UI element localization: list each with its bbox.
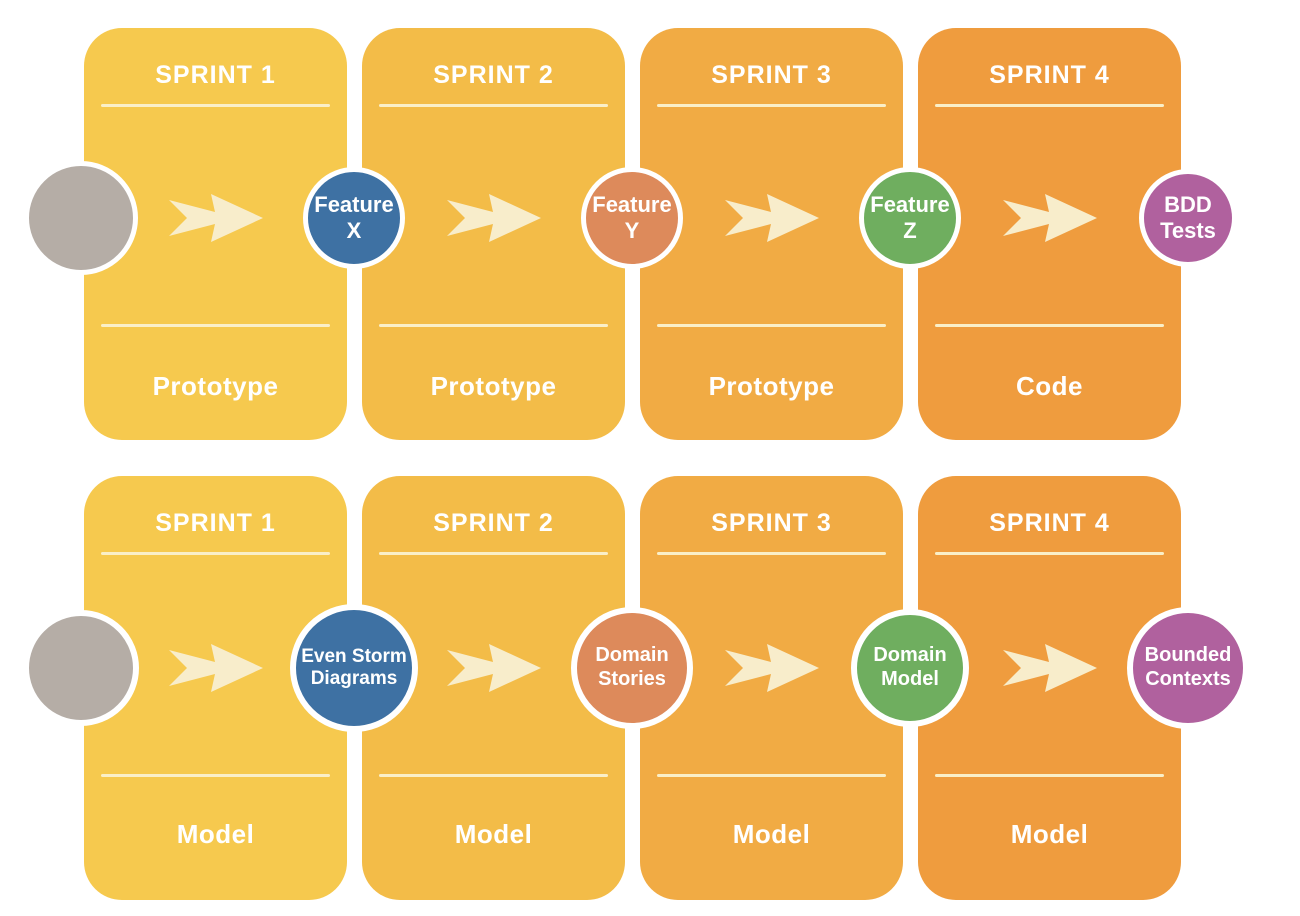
node-label-line1: Bounded (1144, 644, 1232, 667)
header-divider (379, 104, 608, 107)
node-label-line2: Tests (1160, 218, 1216, 243)
node-label-line2: X (346, 218, 362, 243)
node-label-line2: Y (624, 218, 640, 243)
card-footer-label: Model (454, 819, 533, 849)
header-divider (379, 552, 608, 555)
arrow-shape (447, 644, 541, 692)
arrow-right-icon (1003, 194, 1097, 242)
domain-stories-node: Domain Stories (571, 607, 693, 729)
node-label-line1: Even Storm (301, 645, 407, 667)
even-storm-diagrams-node: Even Storm Diagrams (290, 604, 418, 732)
footer-divider (935, 324, 1164, 327)
arrow-shape (169, 644, 263, 692)
arrow-shape (447, 194, 541, 242)
card-footer-label: Model (732, 819, 811, 849)
arrow-right-icon (169, 644, 263, 692)
feature-y-node: Feature Y (581, 167, 683, 269)
arrow-right-icon (447, 194, 541, 242)
arrow-shape (169, 194, 263, 242)
sprint-title: SPRINT 1 (155, 61, 276, 89)
node-label-line2: Model (881, 668, 939, 690)
sprint-title: SPRINT 3 (711, 61, 832, 89)
arrow-shape (725, 194, 819, 242)
arrow-right-icon (725, 194, 819, 242)
footer-divider (379, 324, 608, 327)
card-footer-label: Code (1016, 371, 1083, 401)
node-label-line2: Contexts (1145, 668, 1231, 690)
sprint-title: SPRINT 4 (989, 509, 1110, 537)
arrow-right-icon (725, 644, 819, 692)
node-label-line1: Feature (314, 192, 394, 218)
node-label-line1: Domain (873, 644, 947, 667)
node-label-line2: Z (903, 218, 917, 243)
start-node (24, 161, 138, 275)
arrow-shape (1003, 644, 1097, 692)
feature-x-node: Feature X (303, 167, 405, 269)
arrow-shape (725, 644, 819, 692)
card-footer-label: Prototype (152, 371, 279, 401)
arrow-shape (1003, 194, 1097, 242)
card-footer-label: Prototype (708, 371, 835, 401)
bounded-contexts-node: Bounded Contexts (1127, 607, 1249, 729)
sprint-title: SPRINT 4 (989, 61, 1110, 89)
sprint-title: SPRINT 2 (433, 509, 554, 537)
header-divider (657, 104, 886, 107)
sprint-title: SPRINT 2 (433, 61, 554, 89)
header-divider (101, 552, 330, 555)
footer-divider (379, 774, 608, 777)
feature-z-node: Feature Z (859, 167, 961, 269)
footer-divider (657, 324, 886, 327)
node-label-line1: BDD (1164, 192, 1212, 218)
sprint-title: SPRINT 1 (155, 509, 276, 537)
card-footer-label: Model (1010, 819, 1089, 849)
footer-divider (101, 324, 330, 327)
sprint3-prototype-card: SPRINT 3 Prototype (640, 28, 903, 440)
header-divider (101, 104, 330, 107)
header-divider (935, 552, 1164, 555)
node-label-line2: Diagrams (310, 668, 398, 689)
header-divider (935, 104, 1164, 107)
header-divider (657, 552, 886, 555)
arrow-right-icon (1003, 644, 1097, 692)
footer-divider (657, 774, 886, 777)
start-node (23, 610, 139, 726)
arrow-right-icon (447, 644, 541, 692)
node-label-line1: Domain (595, 644, 669, 667)
node-label-line1: Feature (592, 192, 672, 218)
footer-divider (935, 774, 1164, 777)
arrow-right-icon (169, 194, 263, 242)
bdd-tests-node: BDD Tests (1139, 169, 1237, 267)
node-label-line2: Stories (598, 668, 666, 690)
domain-model-node: Domain Model (851, 609, 969, 727)
card-footer-label: Model (176, 819, 255, 849)
node-label-line1: Feature (870, 192, 950, 218)
footer-divider (101, 774, 330, 777)
card-footer-label: Prototype (430, 371, 557, 401)
sprint-title: SPRINT 3 (711, 509, 832, 537)
